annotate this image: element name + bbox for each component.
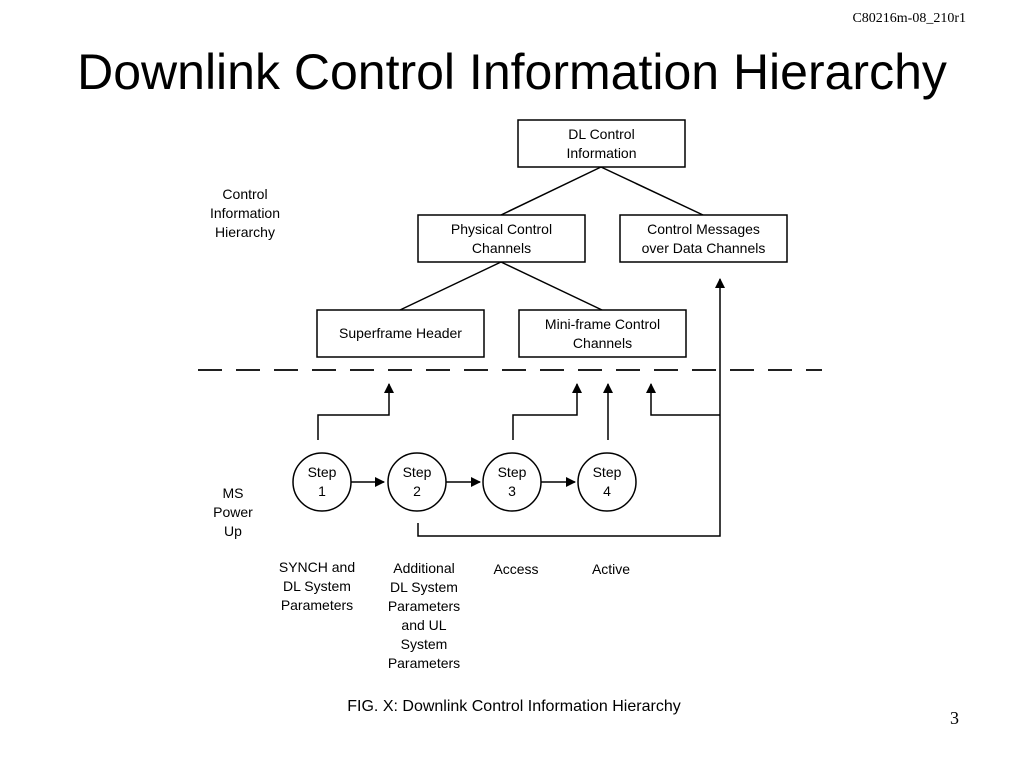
description-line: Parameters bbox=[388, 598, 460, 614]
ms-label-line: MS bbox=[223, 485, 244, 501]
arrow-to-miniframe-from-right bbox=[646, 383, 720, 416]
step-1-description: SYNCH and DL System Parameters bbox=[279, 559, 355, 613]
connector-dl-to-messages bbox=[600, 166, 704, 216]
tree-connectors bbox=[399, 166, 704, 311]
ms-power-up-label: MS Power Up bbox=[213, 485, 253, 539]
connector-physical-to-superframe bbox=[399, 261, 502, 311]
description-line: Additional bbox=[393, 560, 455, 576]
description-line: and UL bbox=[401, 617, 446, 633]
box-line: Physical Control bbox=[451, 221, 552, 237]
box-line: Mini-frame Control bbox=[545, 316, 660, 332]
step-number: 3 bbox=[508, 483, 516, 499]
hierarchy-label: Control Information Hierarchy bbox=[210, 186, 280, 240]
box-line: Control Messages bbox=[647, 221, 760, 237]
hierarchy-label-line: Control bbox=[222, 186, 267, 202]
step-1: Step 1 bbox=[292, 452, 352, 512]
box-line: Channels bbox=[573, 335, 632, 351]
step-4: Step 4 bbox=[577, 452, 637, 512]
description-line: SYNCH and bbox=[279, 559, 355, 575]
control-messages-box: Control Messages over Data Channels bbox=[619, 214, 788, 263]
step-number: 2 bbox=[413, 483, 421, 499]
description-line: Active bbox=[592, 561, 630, 577]
step-arrows bbox=[317, 278, 725, 537]
step-2-description: Additional DL System Parameters and UL S… bbox=[388, 560, 460, 671]
arrow-step1-to-superframe bbox=[317, 383, 394, 440]
step-label: Step bbox=[308, 464, 337, 480]
connector-physical-to-miniframe bbox=[500, 261, 603, 311]
ms-label-line: Power bbox=[213, 504, 253, 520]
box-line: DL Control bbox=[568, 126, 634, 142]
superframe-header-box: Superframe Header bbox=[316, 309, 485, 358]
box-line: Channels bbox=[472, 240, 531, 256]
dl-control-information-box: DL Control Information bbox=[517, 119, 686, 168]
step-number: 4 bbox=[603, 483, 611, 499]
hierarchy-label-line: Information bbox=[210, 205, 280, 221]
step-3: Step 3 bbox=[482, 452, 542, 512]
description-line: DL System bbox=[390, 579, 458, 595]
step-label: Step bbox=[403, 464, 432, 480]
document-id: C80216m-08_210r1 bbox=[852, 11, 966, 26]
step-4-description: Active bbox=[592, 561, 630, 577]
description-line: Parameters bbox=[388, 655, 460, 671]
ms-label-line: Up bbox=[224, 523, 242, 539]
box-line: over Data Channels bbox=[642, 240, 766, 256]
box-line: Information bbox=[566, 145, 636, 161]
hierarchy-label-line: Hierarchy bbox=[215, 224, 275, 240]
step-number: 1 bbox=[318, 483, 326, 499]
arrow-step3-to-miniframe bbox=[512, 383, 582, 440]
step-2: Step 2 bbox=[387, 452, 447, 512]
description-line: Access bbox=[493, 561, 538, 577]
miniframe-control-channels-box: Mini-frame Control Channels bbox=[518, 309, 687, 358]
description-line: DL System bbox=[283, 578, 351, 594]
description-line: System bbox=[401, 636, 448, 652]
page-number: 3 bbox=[950, 708, 959, 728]
arrow-step2-to-control-messages bbox=[417, 278, 725, 537]
step-label: Step bbox=[498, 464, 527, 480]
physical-control-channels-box: Physical Control Channels bbox=[417, 214, 586, 263]
description-line: Parameters bbox=[281, 597, 353, 613]
figure-caption: FIG. X: Downlink Control Information Hie… bbox=[347, 698, 681, 715]
step-label: Step bbox=[593, 464, 622, 480]
box-line: Superframe Header bbox=[339, 325, 462, 341]
step-3-description: Access bbox=[493, 561, 538, 577]
connector-dl-to-physical bbox=[500, 166, 602, 216]
slide-title: Downlink Control Information Hierarchy bbox=[77, 44, 947, 100]
